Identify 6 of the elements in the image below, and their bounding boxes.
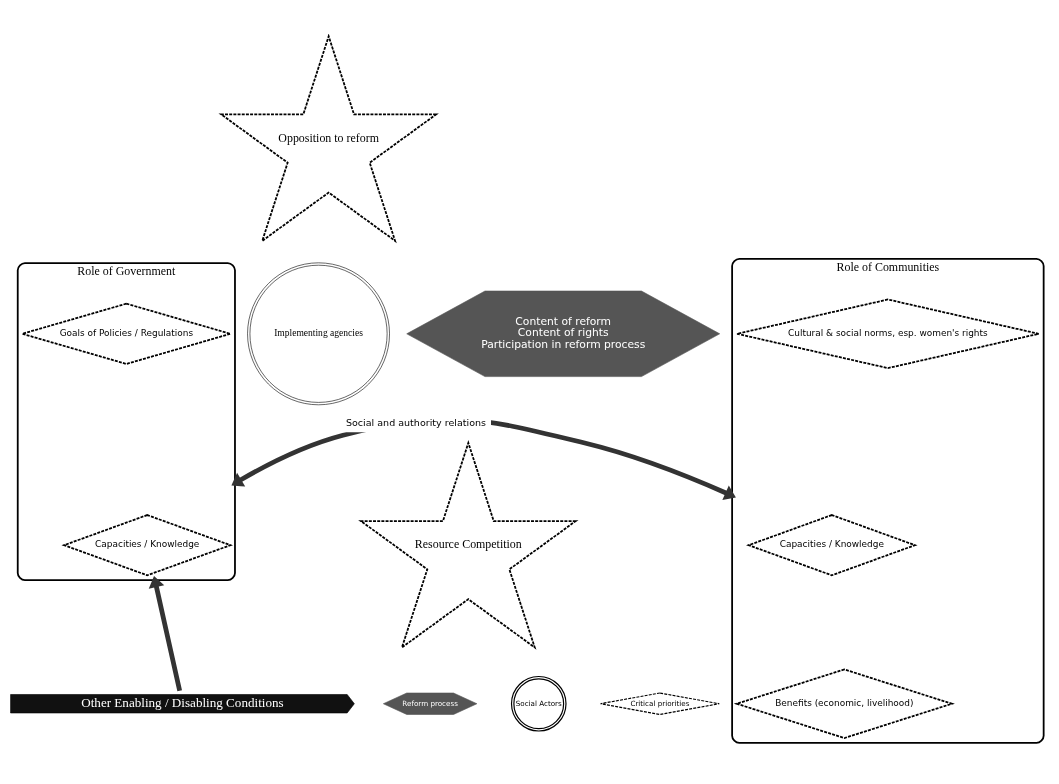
node-diamond: Cultural & social norms, esp. women's rights	[736, 298, 1040, 370]
node-diamond: Benefits (economic, livelihood)	[733, 668, 955, 739]
node-diamond: Capacities / Knowledge	[61, 514, 233, 577]
arrow	[148, 576, 182, 692]
node-diamond: Capacities / Knowledge	[746, 514, 918, 577]
edge-label: Social and authority relations	[345, 417, 486, 429]
